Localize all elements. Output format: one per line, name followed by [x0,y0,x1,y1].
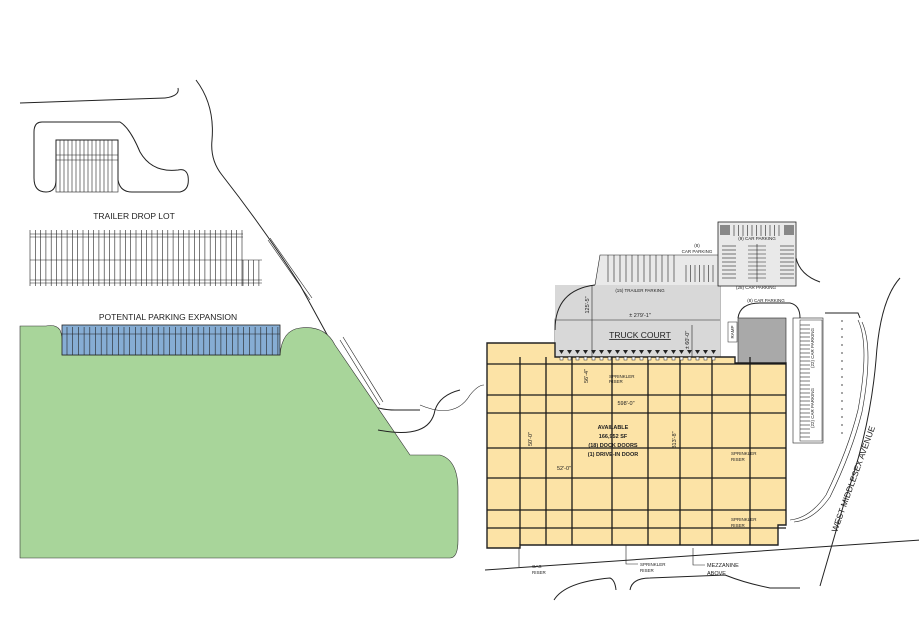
truck-court-edge [554,284,596,331]
car-parking-8-label-b: CAR PARKING [682,249,713,254]
truck-court-width-dim: ± 279'-1" [629,313,651,319]
hatch [720,225,730,235]
sprinkler-riser-south-label-b: RISER [640,568,655,573]
green-open-space [19,325,459,559]
building-depth-dim: 313'-8" [672,431,678,448]
access-drive-west [267,239,311,301]
sprinkler-riser-label: SPRINKLER [609,374,635,379]
building-length-dim: 598'-0" [617,401,634,407]
car-parking-8-right-label: (8) CAR PARKING [747,298,785,303]
hatch [784,225,794,235]
car-parking-8-label: (8) [694,243,700,248]
access-drive [339,339,381,406]
mezzanine-label: MEZZANINE [707,563,739,569]
sprinkler-riser-east-label: SPRINKLER [731,451,757,456]
column-bay-x-dim: 52'-0" [557,466,571,472]
dock-doors [559,350,716,361]
speed-bay-dim: 56'-4" [584,369,590,383]
road-south [553,577,617,601]
building-footprint [486,342,787,549]
trailer-drop-stalls-upper [55,139,119,193]
trailer-parking-stalls [607,255,714,282]
street-edge [819,277,901,587]
office-drive [737,302,801,319]
parking-expansion-label: POTENTIAL PARKING EXPANSION [99,312,237,322]
car-parking-22a-label: (22) CAR PARKING [810,328,815,368]
trailer-parking-label: (15) TRAILER PARKING [615,288,665,293]
road-edge [19,97,166,104]
sprinkler-riser-south-label: SPRINKLER [640,562,666,567]
trailer-drop-lot-label: TRAILER DROP LOT [93,211,175,221]
sprinkler-riser-label-b: RISER [609,379,624,384]
gas-riser-label: GAS [532,564,542,569]
car-parking-28-label: (28) CAR PARKING [736,285,776,290]
truck-court-depth-dim: 125'-5" [585,296,591,313]
access-drive [342,336,384,403]
sprinkler-riser-se-label: SPRINKLER [731,517,757,522]
car-parking-9-label: (9) CAR PARKING [738,236,776,241]
column-grid [487,357,786,545]
building-dock-doors: (18) DOCK DOORS [588,443,638,449]
road-south [484,539,919,571]
leader [625,545,638,565]
drive [825,312,861,319]
sprinkler-riser-east-label-b: RISER [731,457,746,462]
drive-edge [795,257,821,283]
road-south [629,574,800,591]
mezzanine-label-b: ABOVE [707,571,726,577]
ramp-label: RAMP [730,325,735,338]
ramp [727,321,738,343]
building-drive-in: (1) DRIVE-IN DOOR [588,452,638,458]
leader [692,548,705,566]
parking-expansion-stalls [62,327,280,355]
trailer-drop-stalls-lower [29,230,262,286]
building-area: 166,952 SF [599,434,628,440]
column-bay-y-dim: 50'-0" [528,432,534,446]
truck-court-label: TRUCK COURT [609,330,671,340]
building-status: AVAILABLE [598,425,629,431]
street-edge [789,319,865,521]
street-edge [793,321,869,523]
gas-riser-label-b: RISER [532,570,547,575]
truck-court-area [555,285,720,357]
office-area [737,317,787,364]
car-parking-stalls-east [800,324,810,438]
access-drive [419,384,485,411]
sprinkler-riser-se-label-b: RISER [731,523,746,528]
apron-dim: ± 60'-0" [685,331,691,350]
trailer-drop-island [33,121,189,193]
car-parking-stalls [722,225,794,282]
parking-expansion-area [61,324,281,356]
car-parking-22b-label: (22) CAR PARKING [810,388,815,428]
road-edge [164,87,179,99]
access-drive-west [269,237,313,299]
